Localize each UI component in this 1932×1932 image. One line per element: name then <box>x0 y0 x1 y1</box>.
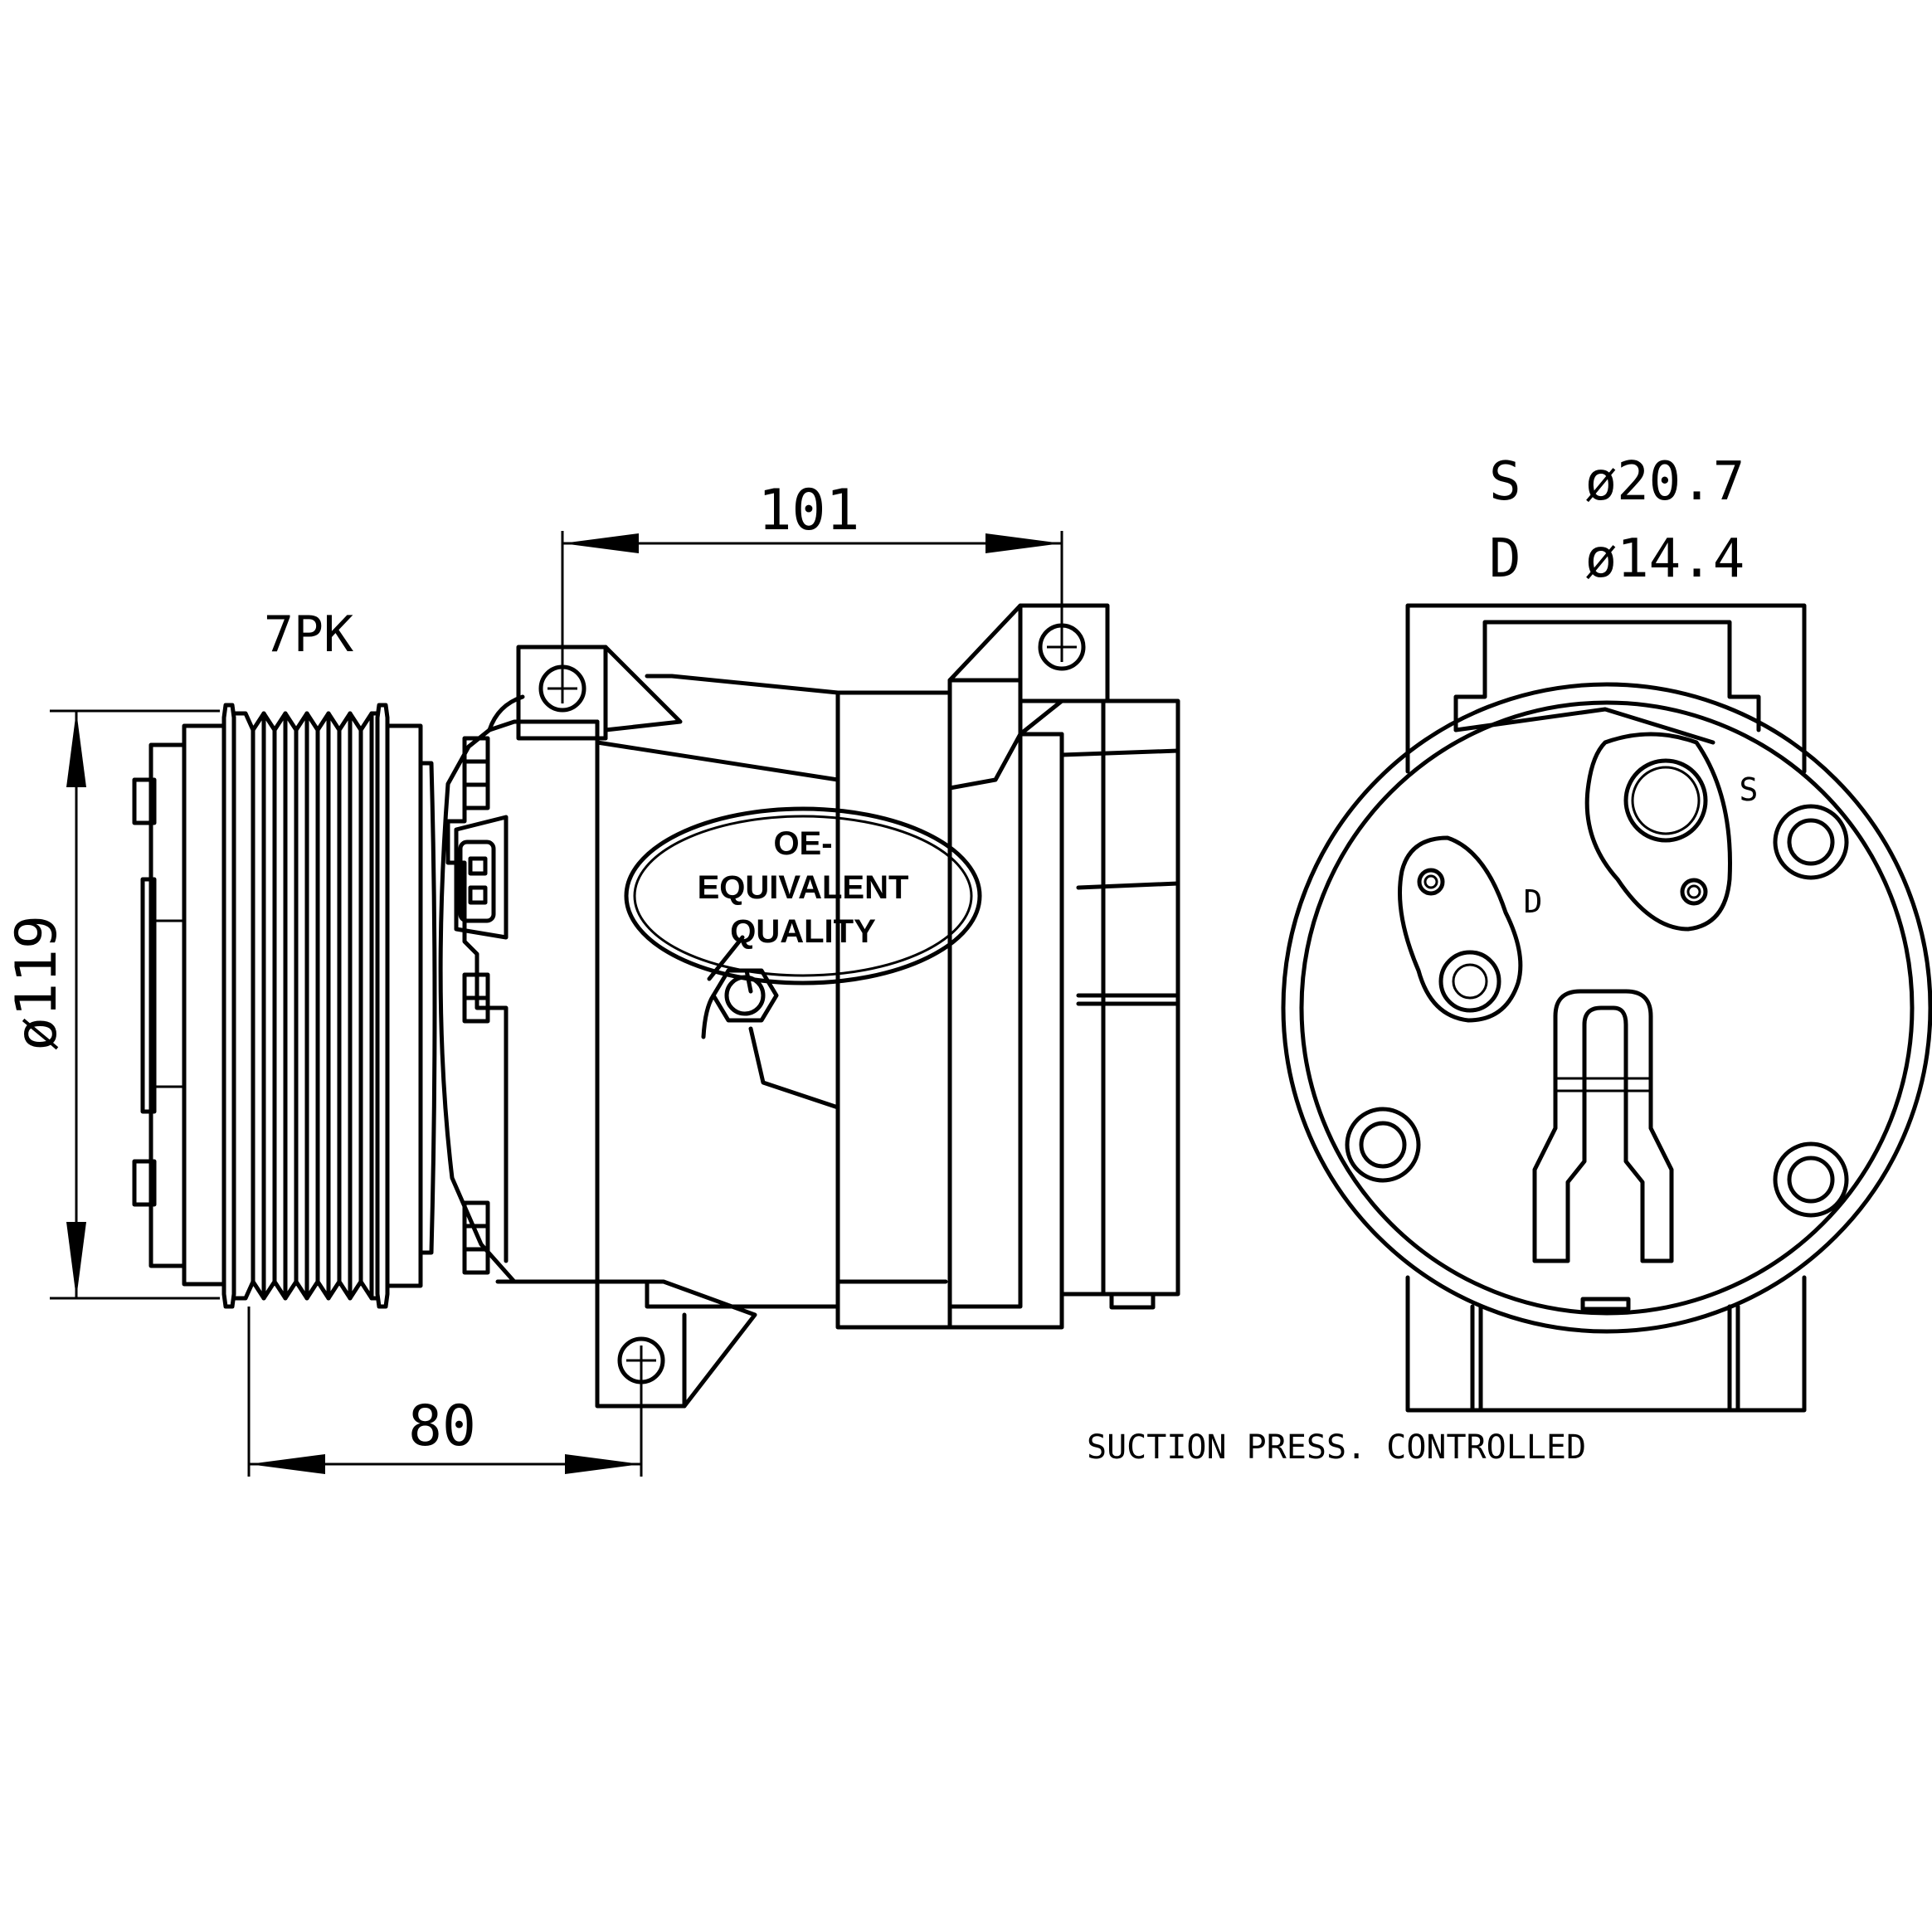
side-view: OE- EQUIVALENT QUALITY <box>132 603 1180 1409</box>
badge-line-3: QUALITY <box>730 913 876 950</box>
boss-right <box>1773 1141 1849 1218</box>
dimension-80-label: 80 <box>408 1394 476 1459</box>
front-view: S D <box>1281 603 1932 1413</box>
discharge-spec: D ø14.4 <box>1489 528 1745 590</box>
connector <box>454 815 509 940</box>
compressor-body <box>495 674 1180 1330</box>
mount-lug-top-right <box>947 603 1110 737</box>
front-housing <box>438 694 600 1284</box>
badge-line-1: OE- <box>773 825 832 862</box>
control-note: SUCTION PRESS. CONTROLLED <box>1087 1428 1586 1467</box>
port-s-label: S <box>1740 771 1759 808</box>
discharge-port: D <box>1398 835 1543 1023</box>
pulley <box>221 703 437 1309</box>
dimension-diameter-label: ø119 <box>4 915 70 1051</box>
dimension-101: 101 <box>561 478 1063 674</box>
center-fork <box>1532 989 1674 1263</box>
boss-left <box>1345 1107 1421 1183</box>
mount-lug-bottom <box>595 1279 757 1409</box>
dimension-80: 80 <box>247 1307 643 1477</box>
clutch-plate <box>132 723 226 1287</box>
port-d-label: D <box>1524 883 1543 920</box>
badge-line-2: EQUIVALENT <box>698 869 909 906</box>
belt-label: 7PK <box>264 606 353 664</box>
suction-port: S <box>1584 732 1759 932</box>
oe-badge: OE- EQUIVALENT QUALITY <box>624 806 982 985</box>
dimension-101-label: 101 <box>758 478 860 543</box>
dimension-diameter: ø119 <box>4 709 220 1300</box>
suction-spec: S ø20.7 <box>1489 451 1745 513</box>
boss-top-right <box>1773 804 1849 880</box>
